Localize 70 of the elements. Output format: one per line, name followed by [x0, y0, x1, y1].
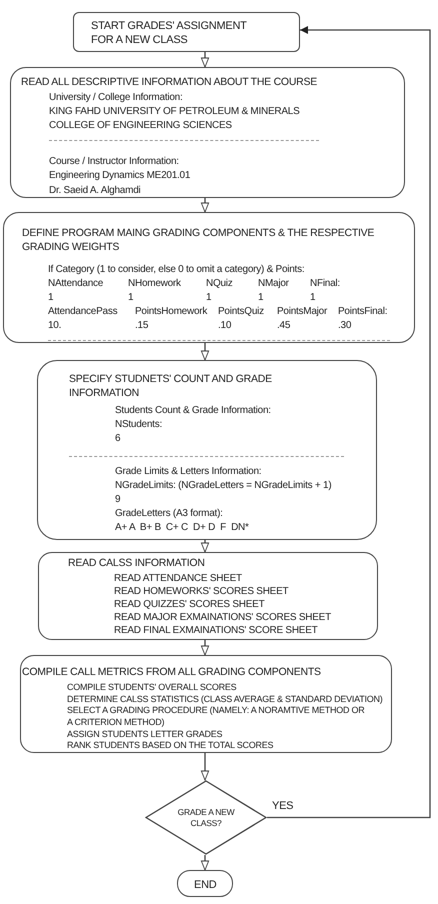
- step-label: GRADE A NEW CLASS?: [176, 807, 236, 830]
- parameter-text: .30: [338, 319, 352, 332]
- step-label: START GRADES' ASSIGNMENT FOR A NEW CLASS: [91, 19, 248, 48]
- parameter-text: .15: [135, 319, 148, 332]
- parameter-text: 1: [258, 291, 264, 304]
- info-line: 9: [115, 493, 120, 506]
- parameter-text: AttendancePass: [48, 305, 118, 318]
- info-line: COLLEGE OF ENGINEERING SCIENCES: [49, 119, 232, 132]
- arrow: [200, 540, 210, 552]
- info-line: Dr. Saeid A. Alghamdi: [49, 184, 140, 197]
- info-line: READ ATTENDANCE SHEET: [114, 572, 242, 585]
- process-box: [3, 212, 415, 343]
- arrow: [200, 343, 210, 360]
- start-box: [73, 12, 300, 52]
- info-line: University / College Information:: [49, 91, 182, 104]
- process-box: [38, 552, 378, 640]
- terminal-box: [177, 870, 233, 897]
- info-line: READ MAJOR EXMAINATIONS' SCORES SHEET: [114, 611, 331, 624]
- info-line: READ QUIZZES' SCORES SHEET: [114, 598, 264, 611]
- parameter-text: PointsFinal:: [338, 305, 388, 318]
- parameter-text: 1: [128, 291, 134, 304]
- info-line: KING FAHD UNIVERSITY OF PETROLEUM & MINERALS: [49, 105, 300, 118]
- arrow: [200, 640, 210, 656]
- info-line: ASSIGN STUDENTS LETTER GRADES: [67, 728, 222, 740]
- step-title: SPECIFY STUDNETS' COUNT AND GRADE INFORMATION: [69, 373, 273, 400]
- parameter-text: 1: [310, 291, 316, 304]
- process-box: [37, 360, 377, 540]
- process-box: [10, 67, 405, 198]
- parameter-text: NFinal:: [310, 277, 340, 290]
- parameter-text: .10: [218, 319, 232, 332]
- arrow: [267, 26, 431, 818]
- step-title: READ ALL DESCRIPTIVE INFORMATION ABOUT THE COURSE: [21, 76, 318, 90]
- step-title: READ CALSS INFORMATION: [68, 557, 205, 571]
- parameter-text: 1: [206, 291, 212, 304]
- process-box: [20, 655, 392, 753]
- arrow: [200, 52, 210, 68]
- parameter-text: 1: [48, 291, 54, 304]
- parameter-text: PointsMajor: [277, 305, 328, 318]
- edge-label: YES: [271, 800, 294, 812]
- step-label: END: [194, 878, 216, 892]
- info-line: READ FINAL EXMAINATIONS' SCORE SHEET: [114, 624, 318, 637]
- info-line: COMPILE STUDENTS' OVERALL SCORES: [67, 682, 236, 694]
- parameter-text: .45: [277, 319, 290, 332]
- info-line: A+ A B+ B C+ C D+ D F DN*: [115, 521, 249, 534]
- arrow: [200, 753, 210, 780]
- info-line: NGradeLimits: (NGradeLetters = NGradeLimits + 1): [115, 479, 332, 492]
- info-line: SELECT A GRADING PROCEDURE (NAMELY: A NORAMTIVE METHOD OR A CRITERION METHOD): [67, 705, 366, 728]
- info-line: Engineering Dynamics ME201.01: [49, 169, 190, 182]
- parameter-text: PointsHomework: [135, 305, 208, 318]
- parameter-text: 10.: [48, 319, 62, 332]
- step-title: DEFINE PROGRAM MAING GRADING COMPONENTS & THE RESPECTIVE GRADING WEIGHTS: [22, 227, 376, 254]
- info-line: READ HOMEWORKS' SCORES SHEET: [114, 585, 288, 598]
- decision-diamond: [145, 780, 267, 855]
- info-line: NStudents:: [115, 418, 162, 431]
- parameter-text: NMajor: [258, 277, 289, 290]
- info-line: RANK STUDENTS BASED ON THE TOTAL SCORES: [67, 740, 274, 752]
- info-line: Students Count & Grade Information:: [115, 404, 271, 417]
- info-line: GradeLetters (A3 format):: [115, 507, 223, 520]
- info-line: 6: [115, 432, 120, 445]
- parameter-text: NQuiz: [206, 277, 233, 290]
- arrow: [200, 855, 210, 870]
- parameter-text: PointsQuiz: [218, 305, 264, 318]
- info-line: DETERMINE CALSS STATISTICS (CLASS AVERAGE & STANDARD DEVIATION): [67, 694, 382, 706]
- parameter-text: NAttendance: [48, 277, 104, 290]
- parameter-text: NHomework: [128, 277, 181, 290]
- arrow: [200, 198, 210, 212]
- info-line: Course / Instructor Information:: [49, 155, 179, 168]
- info-line: If Category (1 to consider, else 0 to omit a category) & Points:: [48, 263, 304, 276]
- step-title: COMPILE CALL METRICS FROM ALL GRADING COMPONENTS: [22, 666, 321, 680]
- info-line: Grade Limits & Letters Information:: [115, 465, 262, 478]
